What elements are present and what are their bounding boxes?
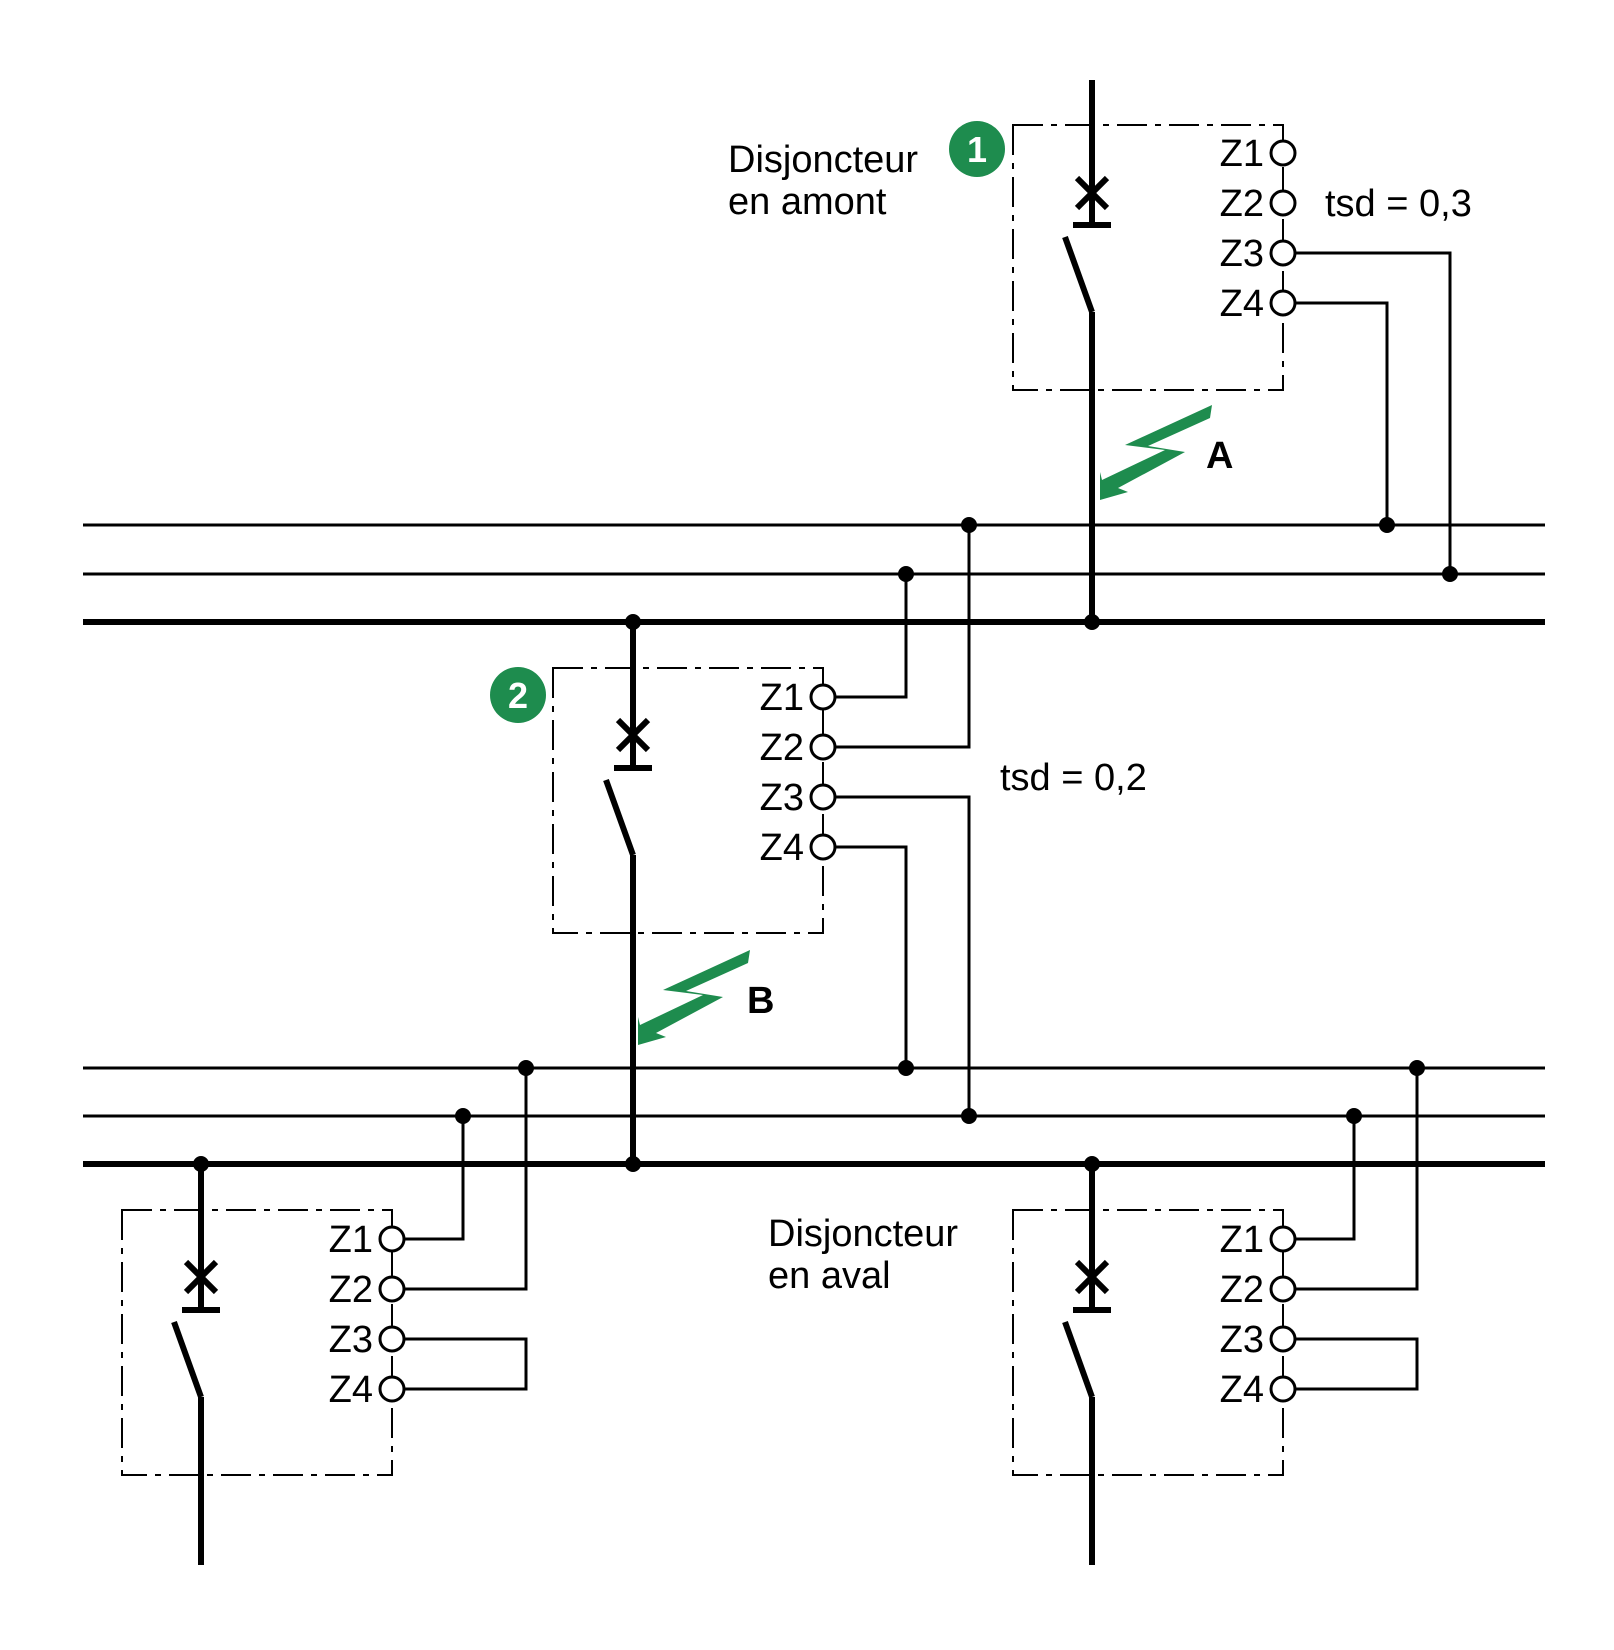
terminal-z2-label: Z2 <box>760 727 804 769</box>
terminal-z1-label: Z1 <box>760 677 804 719</box>
breaker-lower-right-contact <box>1062 1320 1095 1399</box>
breaker-lower-right-terminals: Z1 Z2 Z3 Z4 <box>1220 1219 1297 1411</box>
breaker-symbol-icon <box>614 717 652 771</box>
fault-a-label: A <box>1206 435 1233 477</box>
terminal-z4-label: Z4 <box>329 1369 373 1411</box>
middle-z1-wire <box>835 574 908 699</box>
terminal-z3 <box>378 1325 406 1353</box>
breaker-lower-right: Z1 Z2 Z3 Z4 <box>1012 1060 1425 1565</box>
tsd-upstream: tsd = 0,3 <box>1325 183 1472 225</box>
lower-bus-group <box>83 1066 1545 1167</box>
downstream-breaker-label-line1: Disjoncteur <box>768 1213 958 1255</box>
upstream-z3-node <box>1442 566 1458 582</box>
lower-right-z2-node <box>1409 1060 1425 1076</box>
terminal-z3 <box>1269 1325 1297 1353</box>
terminal-z4 <box>1269 1375 1297 1403</box>
terminal-z3-label: Z3 <box>329 1319 373 1361</box>
terminal-z2-label: Z2 <box>329 1269 373 1311</box>
terminal-z4 <box>1269 289 1297 317</box>
terminal-z1-label: Z1 <box>1220 133 1264 175</box>
middle-z3-node <box>961 1108 977 1124</box>
lightning-bolt-icon <box>1100 405 1212 500</box>
breaker-middle-terminals: Z1 Z2 Z3 Z4 <box>760 677 837 869</box>
breaker-upstream-bus-node <box>1084 614 1100 630</box>
middle-z4-node <box>898 1060 914 1076</box>
lower-right-z1-node <box>1346 1108 1362 1124</box>
terminal-z4 <box>809 833 837 861</box>
breaker-symbol-icon <box>182 1259 220 1313</box>
breaker-symbol-icon <box>1073 175 1111 228</box>
terminal-z1-label: Z1 <box>329 1219 373 1261</box>
upstream-z4-node <box>1379 517 1395 533</box>
fault-b-bolt <box>638 950 750 1045</box>
breaker-middle: Z1 Z2 Z3 Z4 <box>552 517 977 1172</box>
middle-z4-wire <box>835 845 908 1068</box>
terminal-z2 <box>1269 1275 1297 1303</box>
badge-two: 2 <box>508 675 528 716</box>
numbered-circle-icon: 1 <box>949 121 1005 177</box>
breaker-upstream: Z1 Z2 Z3 Z4 <box>1012 80 1458 630</box>
terminal-z3 <box>809 783 837 811</box>
tsd-middle: tsd = 0,2 <box>1000 757 1147 799</box>
terminal-z1 <box>1269 1225 1297 1253</box>
lower-left-z3-z4-link <box>404 1337 528 1391</box>
terminal-z3-label: Z3 <box>760 777 804 819</box>
numbered-circle-icon: 2 <box>490 667 546 723</box>
terminal-z2-label: Z2 <box>1220 183 1264 225</box>
upstream-z3-wire <box>1295 251 1452 574</box>
lower-left-z2-wire <box>404 1068 528 1291</box>
fault-b-label: B <box>747 980 774 1022</box>
lower-left-z1-node <box>455 1108 471 1124</box>
lower-left-z1-wire <box>404 1116 465 1241</box>
breaker-middle-upper-node <box>625 614 641 630</box>
breaker-middle-contact <box>603 778 636 857</box>
terminal-z2 <box>378 1275 406 1303</box>
upstream-z4-wire <box>1295 301 1389 525</box>
terminal-z4-label: Z4 <box>1220 283 1264 325</box>
terminal-z1 <box>809 683 837 711</box>
breaker-middle-lower-node <box>625 1156 641 1172</box>
breaker-lower-left-terminals: Z1 Z2 Z3 Z4 <box>329 1219 406 1411</box>
lower-right-z3-z4-link <box>1295 1337 1419 1391</box>
terminal-z4-label: Z4 <box>760 827 804 869</box>
lower-right-z1-wire <box>1295 1116 1356 1241</box>
terminal-z2 <box>1269 189 1297 217</box>
terminal-z1 <box>378 1225 406 1253</box>
breaker-symbol-icon <box>1073 1259 1111 1313</box>
breaker-lower-left: Z1 Z2 Z3 Z4 <box>121 1060 534 1565</box>
breaker-upstream-contact <box>1062 235 1095 314</box>
terminal-z4-label: Z4 <box>1220 1369 1264 1411</box>
middle-z3-wire <box>835 795 971 1116</box>
downstream-breaker-label-line2: en aval <box>768 1255 891 1297</box>
terminal-z3-label: Z3 <box>1220 1319 1264 1361</box>
terminal-z4 <box>378 1375 406 1403</box>
lower-left-z2-node <box>518 1060 534 1076</box>
terminal-z3-label: Z3 <box>1220 233 1264 275</box>
terminal-z2-label: Z2 <box>1220 1269 1264 1311</box>
middle-z1-node <box>898 566 914 582</box>
lower-right-z2-wire <box>1295 1068 1419 1291</box>
badge-one: 1 <box>967 129 987 170</box>
badge-two-circle <box>490 667 546 723</box>
lightning-bolt-icon <box>638 950 750 1045</box>
upstream-breaker-label-line1: Disjoncteur <box>728 139 918 181</box>
upper-bus-group <box>83 523 1545 625</box>
upstream-breaker-label-line2: en amont <box>728 181 887 223</box>
terminal-z1-label: Z1 <box>1220 1219 1264 1261</box>
badge-one-circle <box>949 121 1005 177</box>
terminal-z2 <box>809 733 837 761</box>
breaker-lower-left-contact <box>171 1320 204 1399</box>
terminal-z3 <box>1269 239 1297 267</box>
terminal-z1 <box>1269 139 1297 167</box>
fault-a-bolt <box>1100 405 1212 500</box>
middle-z2-node <box>961 517 977 533</box>
middle-z2-wire <box>835 525 971 749</box>
